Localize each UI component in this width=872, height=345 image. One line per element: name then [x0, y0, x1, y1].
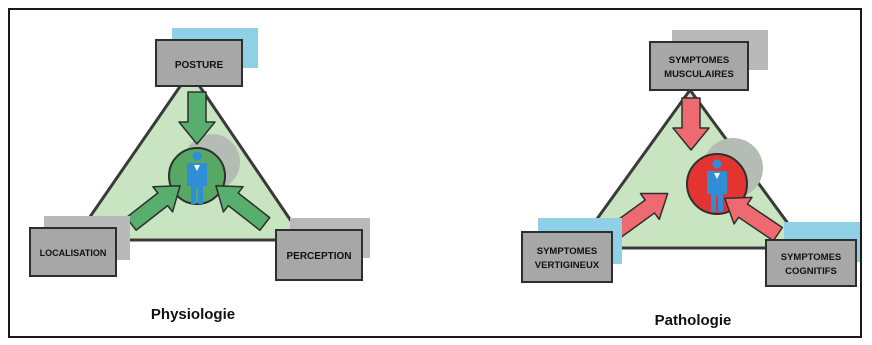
- pathology-arrow-left: [610, 192, 669, 239]
- musculaires-label-line-2: MUSCULAIRES: [664, 69, 734, 80]
- physiology-caption: Physiologie: [151, 306, 235, 323]
- localisation-box: LOCALISATION: [29, 227, 117, 277]
- symptomes-musculaires-box: SYMPTOMES MUSCULAIRES: [649, 41, 749, 91]
- perception-box: PERCEPTION: [275, 229, 363, 281]
- vertigineux-label-line-2: VERTIGINEUX: [535, 260, 600, 271]
- person-icon: [707, 159, 727, 212]
- physiology-arrow-left: [125, 185, 181, 231]
- musculaires-label-line-1: SYMPTOMES: [669, 55, 730, 66]
- pathology-arrow-down: [672, 97, 710, 151]
- cognitifs-label-line-1: SYMPTOMES: [781, 252, 842, 263]
- pathology-caption: Pathologie: [655, 312, 732, 329]
- pathology-arrow-right: [724, 196, 784, 242]
- physiology-diagram: POSTURE LOCALISATION PERCEPTION Physiolo…: [29, 28, 370, 323]
- symptomes-cognitifs-box: SYMPTOMES COGNITIFS: [765, 239, 857, 287]
- symptomes-vertigineux-box: SYMPTOMES VERTIGINEUX: [521, 231, 613, 283]
- physiology-arrow-down: [178, 91, 216, 145]
- physiology-arrow-right: [215, 185, 271, 231]
- posture-box: POSTURE: [155, 39, 243, 87]
- person-icon: [187, 151, 207, 204]
- vertigineux-label-line-1: SYMPTOMES: [537, 246, 598, 257]
- pathology-diagram: SYMPTOMES MUSCULAIRES SYMPTOMES VERTIGIN…: [521, 30, 860, 329]
- cognitifs-label-line-2: COGNITIFS: [785, 266, 837, 277]
- localisation-label: LOCALISATION: [40, 248, 107, 258]
- posture-label: POSTURE: [175, 60, 224, 71]
- perception-label: PERCEPTION: [286, 251, 351, 262]
